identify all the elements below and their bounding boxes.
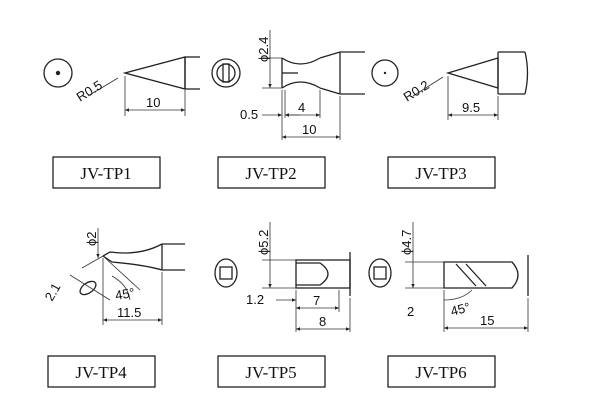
tp1-radius-label: R0.5: [74, 77, 105, 104]
tp2-flat-label: 0.5: [240, 107, 258, 122]
tp1-end-view: [43, 58, 73, 88]
caption-tp5: JV-TP5: [217, 355, 326, 388]
tp5-length-label: 8: [319, 314, 326, 329]
caption-tp6: JV-TP6: [387, 355, 496, 388]
tp4-diameter-label: ϕ2: [84, 231, 99, 246]
tp5-end-view: [214, 258, 238, 288]
tp2-end-view: [211, 58, 241, 88]
tp5-flat-length-label: 7: [313, 293, 320, 308]
tp6-angle-label: 45°: [449, 299, 472, 319]
tp5-side-view: [295, 252, 351, 296]
tip-tp3-drawing: R0.2 9.5: [371, 51, 529, 120]
tp3-end-view-point: [383, 71, 387, 75]
tp6-end-view-flat: [373, 266, 387, 280]
tp4-bevel-label: 2.1: [42, 280, 64, 303]
caption-tp2-text: JV-TP2: [245, 164, 296, 183]
tp6-length-label: 15: [480, 313, 494, 328]
tp5-end-view-flat: [219, 266, 233, 280]
tp3-length-label: 9.5: [462, 100, 480, 115]
tp5-diameter-label: ϕ5.2: [256, 230, 271, 255]
caption-tp1-text: JV-TP1: [80, 164, 131, 183]
tp3-radius-label: R0.2: [401, 77, 432, 104]
tp6-diameter-label: ϕ4.7: [399, 230, 414, 255]
tp2-length-label: 10: [302, 122, 316, 137]
tp6-offset-label: 2: [407, 304, 414, 319]
tp4-length-label: 11.5: [117, 305, 141, 320]
tp1-side-view: [122, 56, 200, 90]
caption-tp5-text: JV-TP5: [245, 363, 296, 382]
tip-tp5-drawing: ϕ5.2 1.2 7 8: [214, 222, 351, 332]
tp1-radius-leader: [87, 77, 119, 97]
tip-tp1-drawing: R0.5 10: [43, 56, 200, 116]
tp4-side-view: [102, 243, 185, 271]
tp2-diameter-label: ϕ2.4: [256, 37, 271, 62]
caption-tp6-text: JV-TP6: [415, 363, 466, 382]
caption-tp4-text: JV-TP4: [75, 363, 127, 382]
tip-tp4-drawing: ϕ2 2.1 45° 11.5: [42, 228, 185, 325]
caption-tp3-text: JV-TP3: [415, 164, 466, 183]
tp2-end-view-flat: [222, 63, 230, 83]
caption-tp3: JV-TP3: [387, 156, 496, 189]
tip-tp2-drawing: ϕ2.4 0.5 4 10: [211, 30, 365, 140]
tp1-end-view-point: [55, 70, 61, 76]
tp4-angle-label: 45°: [114, 285, 136, 303]
tp5-flat-label: 1.2: [246, 292, 264, 307]
tp4-bevel-face: [79, 280, 97, 296]
caption-tp4: JV-TP4: [47, 355, 156, 388]
tp2-flat-length-label: 4: [298, 100, 305, 115]
tp3-side-view: [445, 51, 529, 95]
tp1-length-label: 10: [146, 95, 160, 110]
tp3-end-view: [371, 59, 399, 87]
tp2-end-view-inner: [216, 63, 236, 83]
tp2-side-view: [281, 51, 365, 95]
tp6-end-view: [368, 258, 392, 288]
tp6-side-view: [443, 255, 529, 296]
caption-tp1: JV-TP1: [52, 156, 161, 189]
tip-tp6-drawing: ϕ4.7 2 45° 15: [368, 222, 529, 332]
caption-tp2: JV-TP2: [217, 156, 326, 189]
